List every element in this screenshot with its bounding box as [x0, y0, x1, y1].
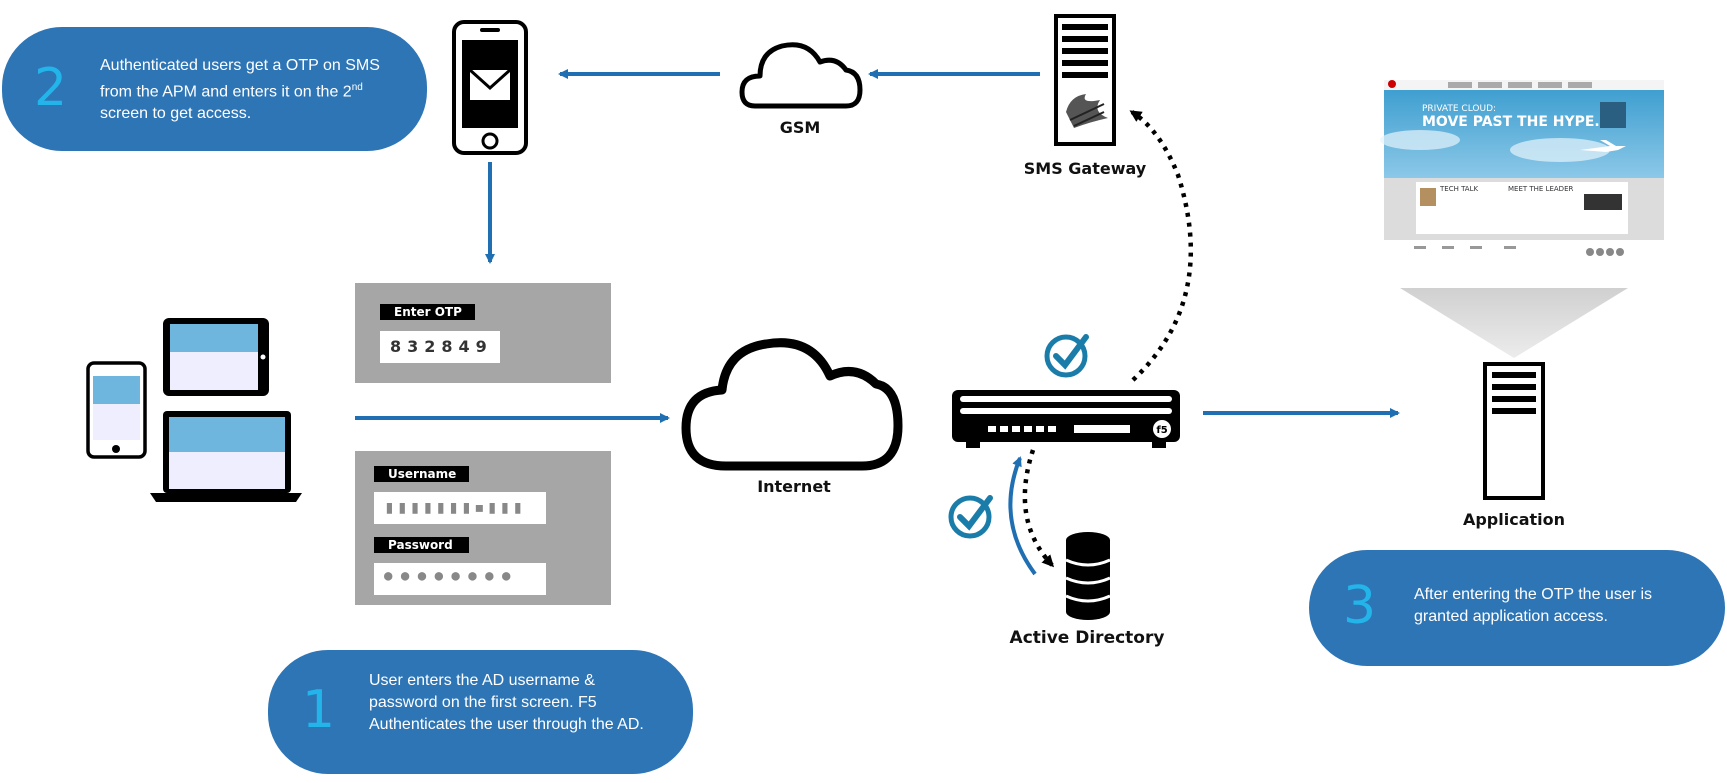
- gsm-cloud-icon: [739, 42, 863, 109]
- step-2-number: 2: [34, 58, 68, 118]
- internet-cloud-icon: [681, 338, 903, 471]
- dotted-arrow-f5-to-sms: [1129, 110, 1194, 382]
- otp-label: Enter OTP: [380, 304, 475, 320]
- step-1-callout: 1 User enters the AD username & password…: [268, 650, 693, 774]
- username-label: Username: [374, 466, 469, 482]
- step-3-callout: 3 After entering the OTP the user is gra…: [1309, 550, 1725, 666]
- arrow-ad-to-f5: [1008, 456, 1037, 576]
- sms-gateway-label: SMS Gateway: [1023, 159, 1147, 178]
- mobile-phone-icon: [452, 20, 528, 155]
- website-screenshot: [1380, 80, 1664, 270]
- login-form: Username ▮▮▮▮▮▮▮▪▮▮▮ Password ● ● ● ● ● …: [355, 451, 611, 605]
- step-3-text: After entering the OTP the user is grant…: [1414, 586, 1653, 625]
- website-headline: PRIVATE CLOUD: MOVE PAST THE HYPE.: [1422, 104, 1600, 130]
- database-icon: [1065, 532, 1111, 620]
- svg-text:f5: f5: [1156, 425, 1167, 436]
- internet-label: Internet: [757, 477, 831, 496]
- otp-input[interactable]: 832849: [380, 331, 500, 363]
- step-1-number: 1: [302, 680, 336, 740]
- step-1-text: User enters the AD username & password o…: [369, 672, 644, 733]
- check-icon: [948, 495, 993, 539]
- projection-cone: [1400, 288, 1628, 358]
- website-headline-line1: PRIVATE CLOUD:: [1422, 104, 1497, 114]
- otp-value: 832849: [390, 337, 493, 356]
- step-3-number: 3: [1343, 576, 1377, 636]
- step-2-callout: 2 Authenticated users get a OTP on SMS f…: [2, 27, 427, 151]
- otp-form: Enter OTP 832849: [355, 283, 611, 383]
- username-field[interactable]: ▮▮▮▮▮▮▮▪▮▮▮: [374, 492, 546, 524]
- website-headline-line2: MOVE PAST THE HYPE.: [1422, 114, 1600, 130]
- sms-gateway-server-icon: [1054, 14, 1116, 146]
- dotted-arrow-f5-to-ad: [1022, 449, 1055, 568]
- application-label: Application: [1462, 510, 1566, 529]
- password-field[interactable]: ● ● ● ● ● ● ● ●: [374, 563, 546, 595]
- client-devices-icon: [86, 318, 302, 502]
- application-server-icon: [1483, 362, 1545, 500]
- gsm-label: GSM: [779, 118, 821, 137]
- password-mask: ● ● ● ● ● ● ● ●: [384, 568, 511, 584]
- step-2-text: Authenticated users get a OTP on SMS fro…: [100, 57, 380, 123]
- username-mask: ▮▮▮▮▮▮▮▪▮▮▮: [384, 497, 526, 518]
- website-card-1-title: TECH TALK: [1440, 185, 1479, 193]
- website-card-2-title: MEET THE LEADER: [1508, 185, 1574, 193]
- check-icon: [1044, 334, 1089, 378]
- f5-appliance-icon: f5: [952, 390, 1180, 448]
- password-label: Password: [374, 537, 469, 553]
- active-directory-label: Active Directory: [1009, 628, 1165, 648]
